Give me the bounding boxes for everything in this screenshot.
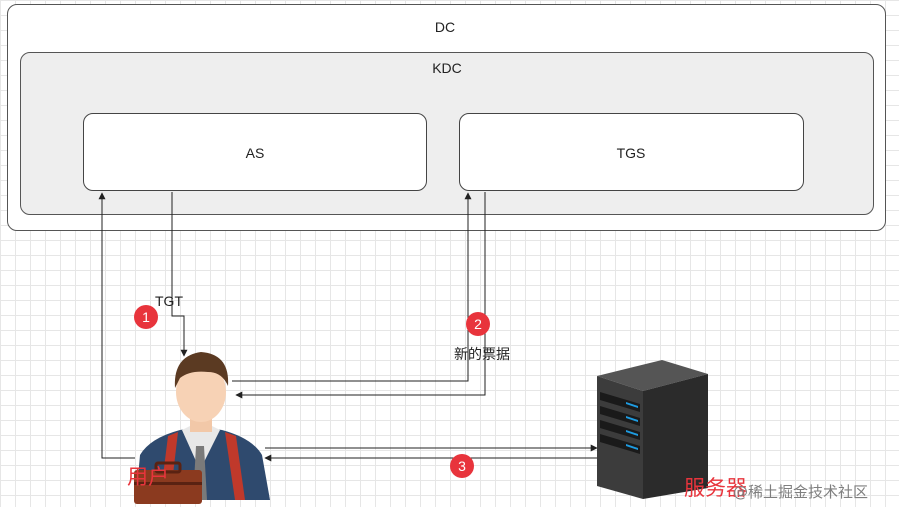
as-to-user-tgt-edge <box>171 192 188 357</box>
watermark-text: @稀土掘金技术社区 <box>733 483 869 501</box>
tgs-label: TGS <box>616 145 646 161</box>
new-ticket-edge-label: 新的票据 <box>454 347 510 363</box>
tgs-to-user-ticket-edge <box>235 192 486 399</box>
tgt-edge-label: TGT <box>155 293 183 309</box>
kdc-label: KDC <box>432 60 462 76</box>
step-badge-3: 3 <box>450 454 474 478</box>
as-label: AS <box>245 145 265 161</box>
user-to-tgs-edge <box>232 192 472 382</box>
tgs-node <box>459 113 804 191</box>
dc-label: DC <box>434 19 456 35</box>
server-label: 服务器 <box>684 476 747 500</box>
user-to-as-edge <box>98 192 135 459</box>
step-badge-2: 2 <box>466 312 490 336</box>
step-badge-1: 1 <box>134 305 158 329</box>
user-label: 用户 <box>127 465 169 489</box>
as-node <box>83 113 427 191</box>
